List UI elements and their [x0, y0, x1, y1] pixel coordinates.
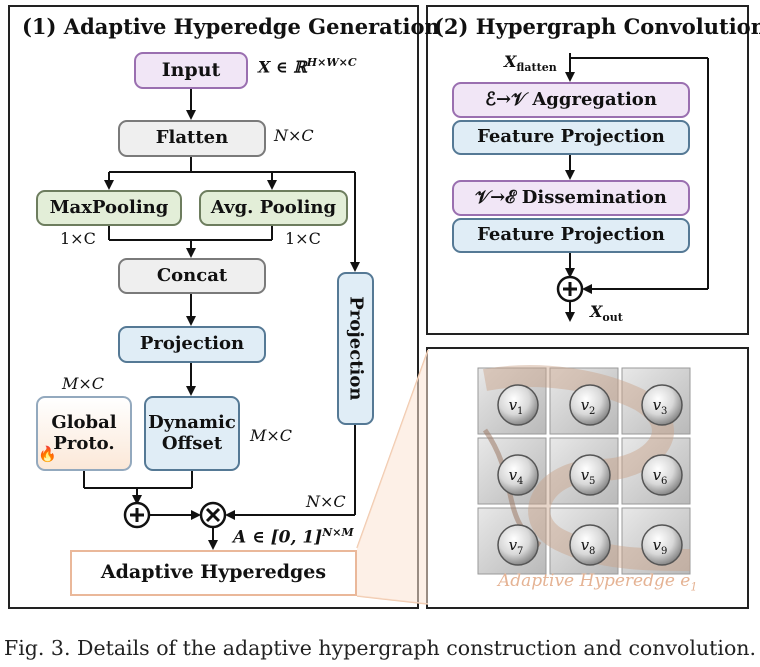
attention-matrix-label: A ∈ [0, 1]N×M — [233, 526, 354, 548]
flatten-shape-label: N×C — [274, 126, 314, 145]
global-proto-label-line2: Proto. — [53, 432, 115, 454]
flatten-box: Flatten — [118, 120, 266, 157]
dynamic-offset-label-line2: Offset — [161, 432, 223, 454]
node-knob — [569, 384, 611, 426]
side-projection-box: Projection — [337, 272, 374, 425]
edge-to-vertex-aggregation-box: ℰ→𝒱 Aggregation — [452, 82, 690, 118]
fire-icon: 🔥 — [38, 445, 57, 463]
node-knob — [569, 454, 611, 496]
maxpooling-box: MaxPooling — [36, 190, 182, 226]
node-knob — [497, 454, 539, 496]
dynamic-offset-label-line1: Dynamic — [148, 411, 236, 433]
global-proto-shape-label: M×C — [62, 374, 105, 393]
input-shape-label: X ∈ ℝH×W×C — [258, 56, 357, 77]
panel-hypergraph-convolution — [426, 5, 749, 335]
dynamic-offset-box: Dynamic Offset — [144, 396, 240, 471]
feature-projection-box-2: Feature Projection — [452, 218, 690, 253]
global-proto-label-line1: Global — [51, 411, 117, 433]
maxpool-shape-label: 1×C — [60, 229, 96, 248]
node-knob — [641, 524, 683, 566]
figure-caption: Fig. 3. Details of the adaptive hypergra… — [4, 636, 757, 660]
node-knob — [569, 524, 611, 566]
global-proto-box: Global Proto. — [36, 396, 132, 471]
x-out-label: Xout — [590, 302, 623, 325]
node-knob — [641, 454, 683, 496]
node-knob — [497, 384, 539, 426]
panel1-title: (1) Adaptive Hyperedge Generation — [22, 14, 440, 39]
panel2-title: (2) Hypergraph Convolution — [434, 14, 760, 39]
input-box: Input — [134, 52, 248, 89]
feature-projection-box-1: Feature Projection — [452, 120, 690, 155]
x-flatten-label: Xflatten — [504, 52, 557, 75]
avgpool-shape-label: 1×C — [285, 229, 321, 248]
hyperedge-caption: Adaptive Hyperedge e1 — [498, 571, 698, 594]
dynamic-offset-shape-label: M×C — [250, 426, 293, 445]
bottom-shape-label: N×C — [306, 492, 346, 511]
projection-box: Projection — [118, 326, 266, 363]
node-knob — [641, 384, 683, 426]
adaptive-hyperedges-box: Adaptive Hyperedges — [70, 550, 357, 596]
avg-pooling-box: Avg. Pooling — [199, 190, 348, 226]
concat-box: Concat — [118, 258, 266, 294]
node-knob — [497, 524, 539, 566]
vertex-to-edge-dissemination-box: 𝒱→ℰ Dissemination — [452, 180, 690, 216]
